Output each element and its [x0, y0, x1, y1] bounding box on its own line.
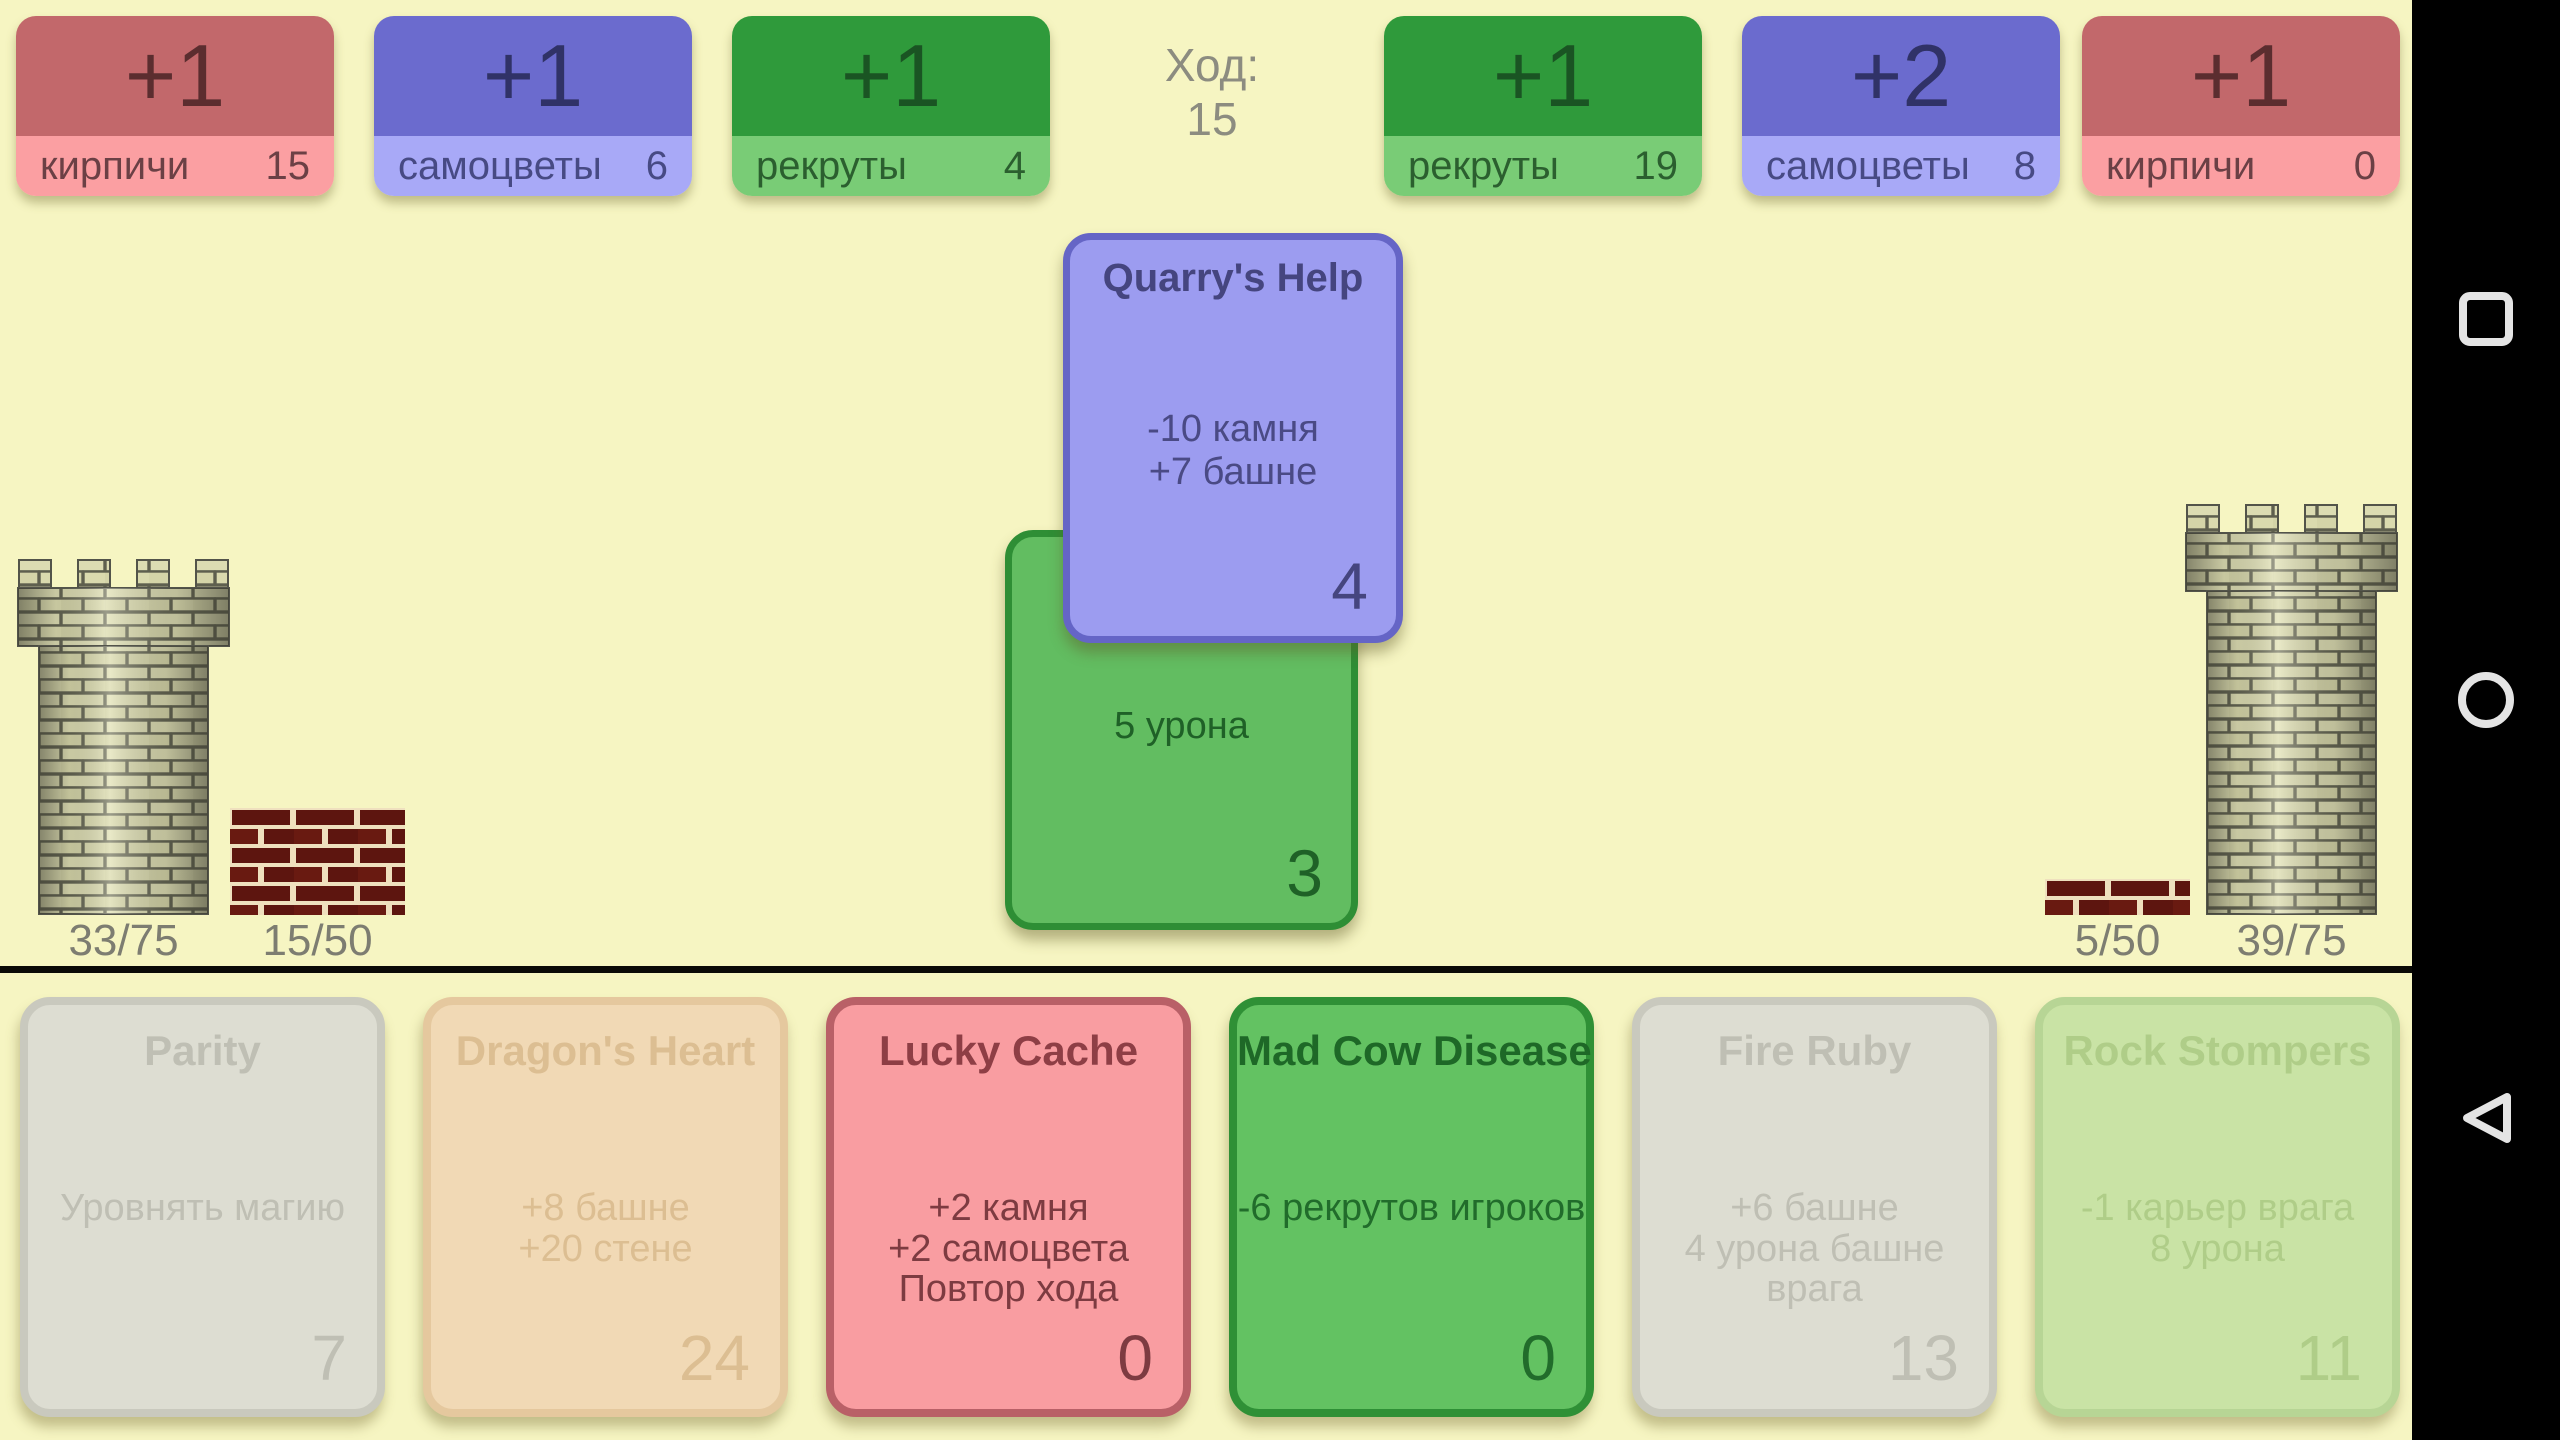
resource-label: самоцветы: [398, 143, 602, 188]
resource-strip: самоцветы 6: [374, 136, 692, 196]
card-text-line: Уровнять магию: [59, 1187, 346, 1229]
tower-icon: [2185, 504, 2398, 915]
hand-card-parity: Parity Уровнять магию 7: [20, 997, 385, 1417]
enemy-tower: [2185, 503, 2398, 920]
card-cost: 0: [1520, 1322, 1556, 1394]
card-title: Mad Cow Disease: [1237, 1027, 1592, 1074]
resource-bonus: +2: [1742, 16, 2060, 136]
card-text-line: +20 стене: [518, 1227, 693, 1270]
resource-label: самоцветы: [1766, 143, 1970, 188]
android-navbar: [2412, 0, 2560, 1440]
resource-strip: кирпичи 0: [2082, 136, 2400, 196]
resource-strip: кирпичи 15: [16, 136, 334, 196]
card-text-line: -10 камня: [1147, 408, 1319, 450]
hand-card-mad-cow-disease[interactable]: Mad Cow Disease -6 рекрутов игроков 0: [1229, 997, 1594, 1417]
resource-label: кирпичи: [2106, 143, 2256, 188]
card-text-line: Повтор хода: [898, 1268, 1119, 1311]
turn-label: Ход:: [1164, 39, 1260, 91]
resource-card-recruits: +1 рекруты 19: [1384, 16, 1702, 196]
card-title: Fire Ruby: [1717, 1027, 1912, 1074]
player-wall: [230, 808, 405, 920]
card-text-line: -6 рекрутов игроков: [1237, 1187, 1586, 1229]
turn-indicator: Ход: 15: [1082, 38, 1342, 147]
card-text-line: 5 урона: [1114, 705, 1249, 747]
card-cost: 11: [2295, 1322, 2362, 1394]
resource-card-gems: +2 самоцветы 8: [1742, 16, 2060, 196]
area-divider: [0, 966, 2412, 973]
wall-icon: [2045, 879, 2190, 915]
card-description: +8 башне+20 стене: [431, 1188, 780, 1269]
resource-value: 6: [645, 143, 668, 188]
resource-value: 15: [265, 143, 311, 188]
card-title: Dragon's Heart: [455, 1027, 756, 1074]
resource-card-bricks: +1 кирпичи 15: [16, 16, 334, 196]
recents-square-icon[interactable]: [2458, 291, 2514, 347]
card-cost: 3: [1286, 836, 1323, 910]
card-description: Уровнять магию: [28, 1188, 377, 1229]
card-title: Quarry's Help: [1102, 256, 1364, 300]
resource-card-gems: +1 самоцветы 6: [374, 16, 692, 196]
resource-value: 19: [1633, 143, 1679, 188]
card-description: -10 камня+7 башне: [1070, 408, 1396, 494]
played-card-purple: Quarry's Help -10 камня+7 башне 4: [1063, 233, 1403, 643]
wall-icon: [230, 808, 405, 915]
card-description: -6 рекрутов игроков: [1237, 1188, 1586, 1229]
resource-card-bricks: +1 кирпичи 0: [2082, 16, 2400, 196]
hand-card-dragon-s-heart: Dragon's Heart +8 башне+20 стене 24: [423, 997, 788, 1417]
home-circle-icon[interactable]: [2457, 671, 2515, 729]
card-cost: 24: [678, 1322, 750, 1394]
back-triangle-icon[interactable]: [2456, 1091, 2516, 1145]
resource-bonus: +1: [732, 16, 1050, 136]
resource-value: 8: [2013, 143, 2036, 188]
card-text-line: +2 самоцвета: [888, 1227, 1129, 1270]
resource-bonus: +1: [2082, 16, 2400, 136]
enemy-tower-label: 39/75: [2236, 916, 2347, 965]
card-text-line: +7 башне: [1148, 450, 1318, 493]
resource-strip: рекруты 4: [732, 136, 1050, 196]
card-description: 5 урона: [1012, 705, 1351, 748]
card-cost: 13: [1887, 1322, 1959, 1394]
card-cost: 0: [1117, 1322, 1153, 1394]
player-wall-label: 15/50: [262, 916, 373, 965]
enemy-wall-label: 5/50: [2074, 916, 2161, 965]
resource-value: 0: [2353, 143, 2376, 188]
resource-label: кирпичи: [40, 143, 190, 188]
player-tower-label: 33/75: [68, 916, 179, 965]
card-cost: 7: [311, 1322, 347, 1394]
enemy-wall: [2045, 879, 2190, 920]
card-cost: 4: [1331, 549, 1368, 623]
card-title: Lucky Cache: [878, 1027, 1139, 1074]
card-text-line: +8 башне: [521, 1187, 690, 1229]
turn-value: 15: [1186, 93, 1238, 146]
resource-bonus: +1: [16, 16, 334, 136]
card-text-line: +6 башне: [1730, 1187, 1899, 1229]
resource-label: рекруты: [756, 143, 907, 188]
resource-value: 4: [1003, 143, 1026, 188]
card-title: Rock Stompers: [2063, 1027, 2372, 1074]
player-tower: [17, 558, 230, 920]
resource-card-recruits: +1 рекруты 4: [732, 16, 1050, 196]
card-text-line: 4 урона башне врага: [1684, 1227, 1945, 1311]
card-title: Parity: [144, 1027, 261, 1074]
resource-bonus: +1: [374, 16, 692, 136]
card-text-line: -1 карьер врага: [2080, 1187, 2355, 1229]
resource-label: рекруты: [1408, 143, 1559, 188]
card-text-line: +2 камня: [928, 1187, 1089, 1229]
tower-icon: [17, 559, 230, 915]
card-text-line: 8 урона: [2150, 1227, 2285, 1270]
resource-bonus: +1: [1384, 16, 1702, 136]
resource-strip: самоцветы 8: [1742, 136, 2060, 196]
resource-strip: рекруты 19: [1384, 136, 1702, 196]
